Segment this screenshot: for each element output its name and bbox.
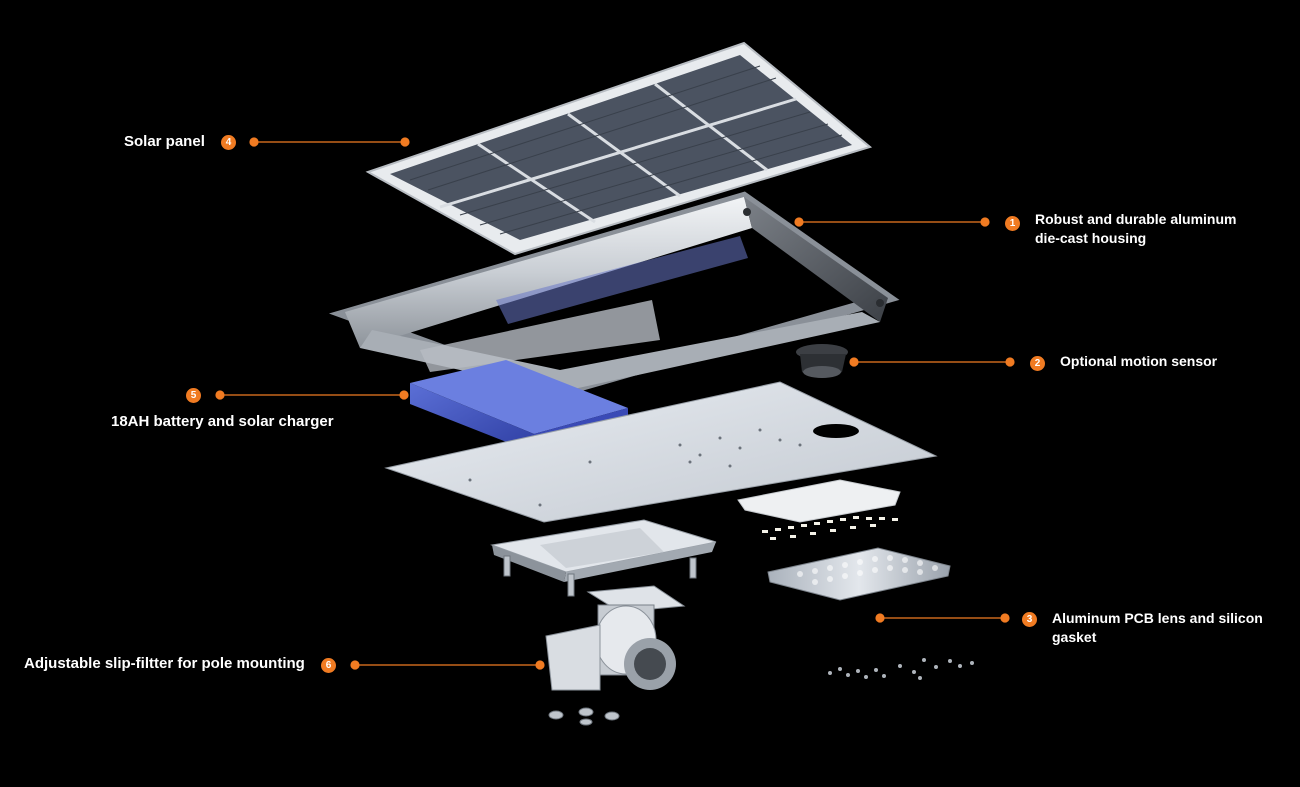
solar-panel-icon bbox=[365, 41, 873, 256]
leader-lines bbox=[215, 137, 1015, 670]
callout-4-label: Solar panel bbox=[124, 133, 205, 150]
led-board-icon bbox=[737, 479, 901, 540]
callout-5-badge: 5 bbox=[186, 388, 201, 403]
callout-1-badge: 1 bbox=[1005, 216, 1020, 231]
motion-sensor-icon bbox=[796, 344, 848, 378]
base-plate-icon bbox=[384, 381, 938, 523]
lens-icon bbox=[767, 547, 951, 601]
callout-5-label: 18AH battery and solar charger bbox=[111, 413, 334, 430]
callout-6-label: Adjustable slip-filtter for pole mountin… bbox=[24, 655, 305, 672]
callout-3-label-line2: gasket bbox=[1052, 629, 1097, 645]
callout-3-badge: 3 bbox=[1022, 612, 1037, 627]
callout-2-label: Optional motion sensor bbox=[1060, 353, 1218, 369]
callout-6-badge: 6 bbox=[321, 658, 336, 673]
callout-4-badge: 4 bbox=[221, 135, 236, 150]
bracket-icon bbox=[490, 519, 717, 582]
screw-icon bbox=[828, 658, 974, 680]
pole-mount-icon bbox=[545, 585, 686, 691]
callout-3-label-line1: Aluminum PCB lens and silicon bbox=[1052, 610, 1263, 626]
screw-icon bbox=[548, 707, 620, 726]
callout-1-label-line2: die-cast housing bbox=[1035, 230, 1147, 246]
callout-1-label-line1: Robust and durable aluminum bbox=[1035, 211, 1237, 227]
callout-2-badge: 2 bbox=[1030, 356, 1045, 371]
screw-icon bbox=[503, 555, 697, 597]
